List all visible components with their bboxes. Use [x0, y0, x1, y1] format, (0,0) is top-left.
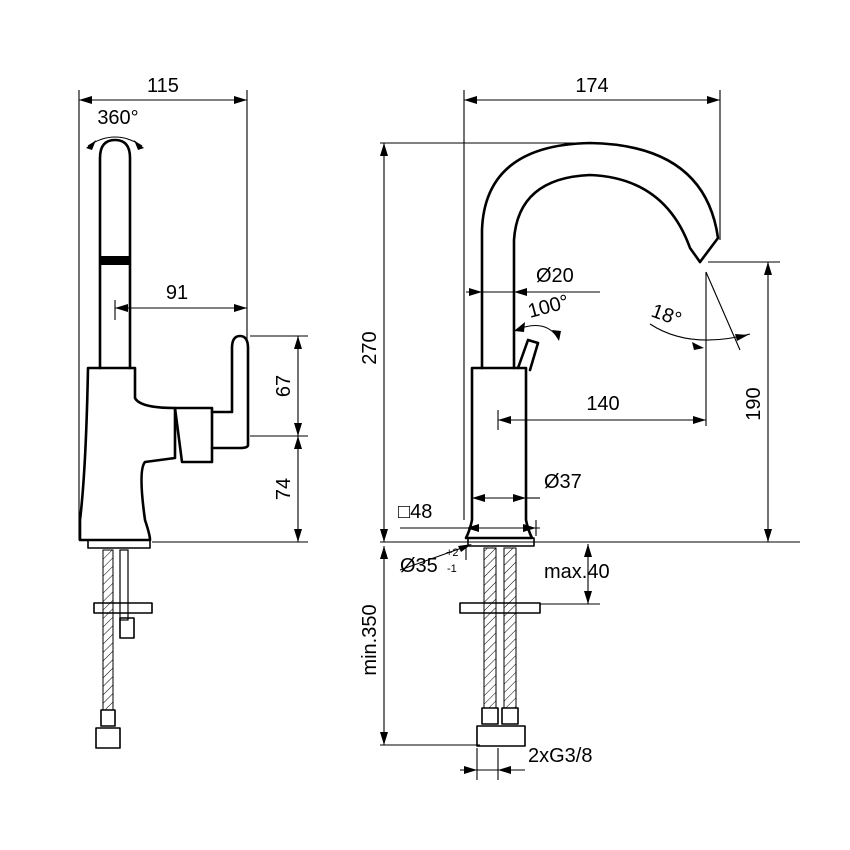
dim-front-max-deck: max.40 [544, 561, 610, 583]
rotation-arc [87, 136, 143, 147]
side-hose [102, 549, 114, 711]
aerator-icon [100, 256, 130, 265]
dim-front-connection: 2xG3/8 [528, 745, 592, 767]
dim-front-body-dia: Ø37 [544, 471, 582, 493]
front-hose-right [503, 547, 517, 709]
front-fitting-right [501, 707, 519, 725]
dim-front-base-square: □48 [398, 501, 432, 523]
dim-front-height: 270 [359, 331, 381, 364]
side-nut [119, 617, 135, 639]
side-fitting-nut [95, 727, 121, 749]
dim-side-body-height: 74 [273, 478, 295, 500]
dim-front-lever-angle: 100° [526, 291, 572, 323]
side-spout [98, 138, 132, 370]
side-base-ring [87, 539, 151, 549]
front-lever [516, 338, 540, 372]
dim-side-rotation: 360° [97, 107, 138, 129]
front-hose-left [483, 547, 497, 709]
front-fixing-plate [459, 602, 541, 614]
side-lever [173, 406, 214, 464]
dim-front-hole-tol-plus: +2 [446, 547, 459, 559]
side-view: 115 360° 91 67 74 [78, 75, 308, 749]
side-fixing-plate [93, 602, 153, 614]
front-fitting-nuts [476, 725, 526, 747]
dim-front-spout-dia: Ø20 [536, 265, 574, 287]
front-view: 174 270 Ø20 100° 18° 140 [359, 75, 800, 780]
dim-side-lever-height: 67 [273, 375, 295, 397]
side-rod [119, 549, 129, 621]
side-lever-arm [210, 334, 250, 450]
dim-front-hole-tol-minus: -1 [447, 563, 457, 575]
dim-front-min-hose: min.350 [359, 604, 381, 675]
front-spout-inner [512, 173, 702, 370]
side-fitting [100, 709, 116, 727]
side-body [78, 366, 177, 542]
dim-side-width: 115 [147, 75, 179, 97]
front-body [464, 366, 534, 540]
front-fitting-left [481, 707, 499, 725]
dim-side-reach: 91 [166, 282, 188, 304]
dim-front-hole-dia: Ø35 [400, 555, 438, 577]
dim-front-width: 174 [575, 75, 608, 97]
dim-front-outlet-reach: 140 [586, 393, 619, 415]
dim-front-outlet-height: 190 [743, 387, 765, 420]
